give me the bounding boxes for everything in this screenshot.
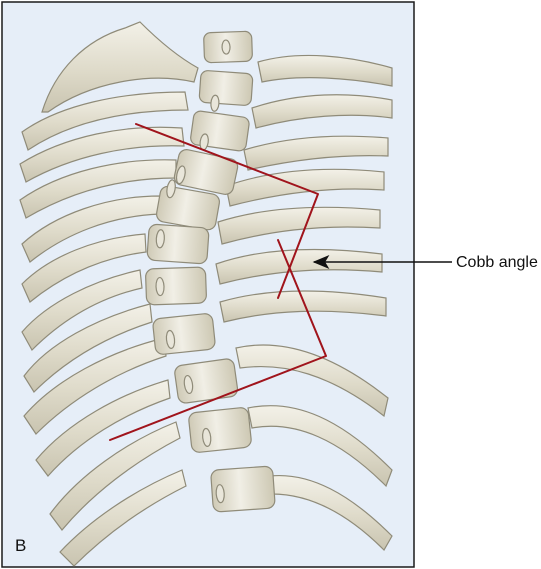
rib — [269, 474, 393, 551]
right-ribs — [215, 54, 393, 551]
rib — [23, 303, 153, 393]
rib — [217, 206, 381, 245]
vertebra — [146, 223, 210, 265]
rib — [215, 248, 383, 285]
rib — [247, 405, 393, 488]
rib — [21, 91, 189, 151]
rib — [19, 126, 185, 183]
vertebral-column — [145, 30, 276, 513]
rib — [225, 168, 385, 207]
rib — [243, 135, 389, 171]
lower-endplate-line — [109, 239, 327, 441]
vertebra — [190, 110, 250, 152]
vertebra — [155, 179, 221, 231]
vertebra — [210, 465, 276, 513]
rib — [235, 344, 389, 418]
upper-endplate-line — [135, 123, 319, 299]
rib — [49, 421, 181, 531]
rib — [251, 94, 393, 129]
rib — [59, 469, 187, 567]
rib — [21, 233, 147, 303]
vertebra — [188, 407, 252, 453]
vertebra — [173, 149, 239, 195]
cobb-angle-lines — [109, 123, 327, 441]
vertebra — [198, 70, 254, 112]
vertebra — [174, 358, 239, 404]
vertebra — [152, 313, 216, 355]
rib — [21, 269, 143, 351]
panel-label: B — [15, 536, 27, 555]
vertebra — [145, 266, 207, 306]
left-ribs — [19, 21, 199, 567]
cobb-angle-label: Cobb angle — [456, 254, 538, 271]
rib — [41, 21, 199, 113]
rib — [219, 290, 387, 323]
rib — [23, 337, 167, 435]
rib — [257, 54, 393, 87]
vertebra — [203, 30, 253, 64]
rib — [35, 379, 171, 477]
